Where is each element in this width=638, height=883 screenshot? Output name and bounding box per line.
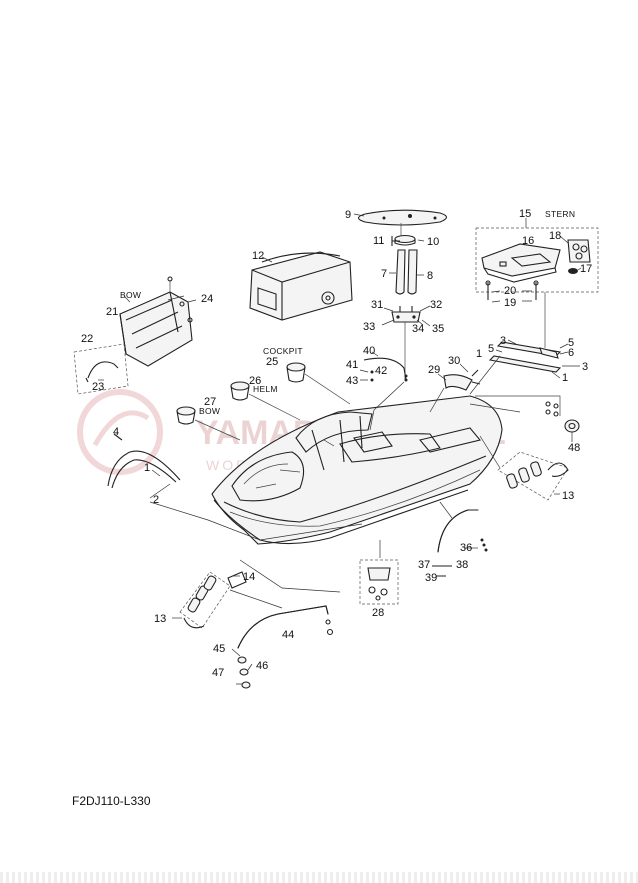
- callout-6: 6: [568, 347, 574, 359]
- callout-12: 12: [252, 250, 264, 262]
- callout-19: 19: [504, 297, 516, 309]
- callout-27: 27: [204, 396, 216, 408]
- callout-10: 10: [427, 236, 439, 248]
- callout-14: 14: [243, 571, 255, 583]
- callout-13-right: 13: [562, 490, 574, 502]
- part-19-20-bolts: [485, 280, 539, 303]
- part-40-43-arm: [359, 351, 408, 382]
- callout-22: 22: [81, 333, 93, 345]
- part-25-27-cup-holders: [176, 362, 351, 441]
- callout-37: 37: [418, 559, 430, 571]
- part-rails-3-5-6: [488, 339, 580, 379]
- callout-29: 29: [428, 364, 440, 376]
- callout-46: 46: [256, 660, 268, 672]
- location-tags: STERN BOW COCKPIT HELM BOW: [120, 209, 575, 416]
- callout-40: 40: [363, 345, 375, 357]
- callout-3-upper: 3: [500, 335, 506, 347]
- callout-2: 2: [153, 494, 159, 506]
- part-9-hatch-lid: [353, 209, 448, 226]
- part-7-8-struts: [389, 223, 424, 295]
- callout-35: 35: [432, 323, 444, 335]
- callout-8: 8: [427, 270, 433, 282]
- leader-lines: [149, 355, 521, 609]
- callout-39: 39: [425, 572, 437, 584]
- tag-bow-ladder: BOW: [120, 290, 141, 300]
- part-13-right-cleat: [497, 451, 569, 501]
- part-14-strip: [227, 571, 247, 589]
- callout-26: 26: [249, 375, 261, 387]
- callout-1-rail-lower: 1: [562, 372, 568, 384]
- callout-1-trim: 1: [144, 462, 150, 474]
- part-31-35-bracket: [381, 305, 431, 380]
- callout-47: 47: [212, 667, 224, 679]
- part-48-socket: [475, 395, 580, 442]
- part-45-47-fasteners: [231, 648, 253, 689]
- callout-41: 41: [346, 359, 358, 371]
- callout-18: 18: [549, 230, 561, 242]
- callout-32: 32: [430, 299, 442, 311]
- callout-30: 30: [448, 355, 460, 367]
- callout-13-left: 13: [154, 613, 166, 625]
- callout-44: 44: [282, 629, 294, 641]
- callout-4: 4: [113, 426, 119, 438]
- tag-bow-cup: BOW: [199, 406, 220, 416]
- tag-stern: STERN: [545, 209, 575, 219]
- callout-5-left: 5: [488, 343, 494, 355]
- part-13-left-cleat: [172, 571, 231, 629]
- callout-1-rail: 1: [476, 348, 482, 360]
- part-15-stern-assembly: [475, 218, 599, 348]
- callout-5-right: 5: [568, 337, 574, 349]
- callout-33: 33: [363, 321, 375, 333]
- part-36-39-handle: [432, 509, 488, 577]
- callout-28: 28: [372, 607, 384, 619]
- part-28-drain: [359, 559, 399, 605]
- callout-38: 38: [456, 559, 468, 571]
- callout-23: 23: [92, 381, 104, 393]
- callout-9: 9: [345, 209, 351, 221]
- part-29-30-cover: [437, 363, 481, 391]
- callout-43: 43: [346, 375, 358, 387]
- tag-helm: HELM: [253, 384, 278, 394]
- callout-48: 48: [568, 442, 580, 454]
- part-21-24-ladder: [119, 276, 197, 367]
- part-22-23-hose-box: [73, 343, 129, 395]
- callout-labels: 9 11 10 7 8 31 32 33 34 35 15 16 18 17 2…: [81, 208, 592, 679]
- callout-3-lower: 3: [582, 361, 588, 373]
- callout-31: 31: [371, 299, 383, 311]
- diagram-code: F2DJ110-L330: [72, 794, 151, 808]
- part-1-2-4-trims: [107, 433, 181, 499]
- callout-11: 11: [373, 235, 384, 247]
- part-44-handle: [237, 605, 334, 649]
- watermark-logo-icon: [77, 389, 163, 475]
- part-12-cooler: [249, 251, 353, 321]
- part-10-11: [391, 234, 425, 246]
- callout-20: 20: [504, 285, 516, 297]
- callout-17: 17: [580, 263, 592, 275]
- callout-36: 36: [460, 542, 472, 554]
- callout-7: 7: [381, 268, 387, 280]
- callout-34: 34: [412, 323, 424, 335]
- callout-15: 15: [519, 208, 531, 220]
- scan-edge: [0, 872, 638, 883]
- callout-42: 42: [375, 365, 387, 377]
- callout-45: 45: [213, 643, 225, 655]
- callout-24: 24: [201, 293, 213, 305]
- tag-cockpit: COCKPIT: [263, 346, 303, 356]
- callout-21: 21: [106, 306, 118, 318]
- callout-25: 25: [266, 356, 278, 368]
- callout-16: 16: [522, 235, 534, 247]
